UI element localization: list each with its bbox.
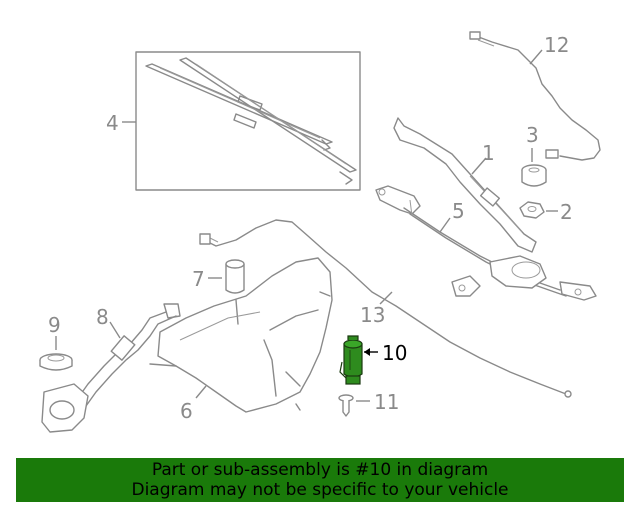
callout-1: 1	[482, 141, 495, 165]
part-7-cylinder[interactable]	[225, 259, 245, 294]
callout-4: 4	[106, 111, 119, 135]
callout-11: 11	[374, 390, 399, 414]
part-8-filler-neck[interactable]	[41, 303, 181, 433]
callout-7: 7	[192, 267, 205, 291]
part-6-washer-reservoir[interactable]	[149, 257, 333, 413]
callout-12: 12	[544, 33, 569, 57]
part-2-nut[interactable]	[519, 201, 545, 219]
part-5-wiper-linkage[interactable]	[375, 185, 597, 301]
part-13-washer-hose[interactable]	[199, 219, 572, 398]
callout-6: 6	[180, 399, 193, 423]
part-11-screw[interactable]	[338, 394, 354, 417]
callout-9: 9	[48, 313, 61, 337]
callout-5: 5	[452, 199, 465, 223]
part-4-wiper-blades[interactable]	[135, 51, 361, 191]
part-1-wiper-arm[interactable]	[393, 117, 537, 253]
banner-line-part: Part or sub-assembly is #10 in diagram	[151, 460, 489, 480]
part-3-cap[interactable]	[521, 164, 547, 187]
part-12-washer-hose[interactable]	[469, 31, 601, 161]
callout-8: 8	[96, 305, 109, 329]
banner-line-disclaimer: Diagram may not be specific to your vehi…	[131, 480, 509, 500]
callout-13: 13	[360, 303, 385, 327]
part-9-cap[interactable]	[39, 353, 73, 371]
parts-diagram: 4 12 1 3 2	[39, 31, 601, 433]
callout-2: 2	[560, 200, 573, 224]
callout-10: 10	[382, 341, 407, 365]
callout-3: 3	[526, 123, 539, 147]
info-banner: Part or sub-assembly is #10 in diagram D…	[16, 458, 624, 502]
part-10-washer-pump[interactable]	[339, 335, 363, 385]
